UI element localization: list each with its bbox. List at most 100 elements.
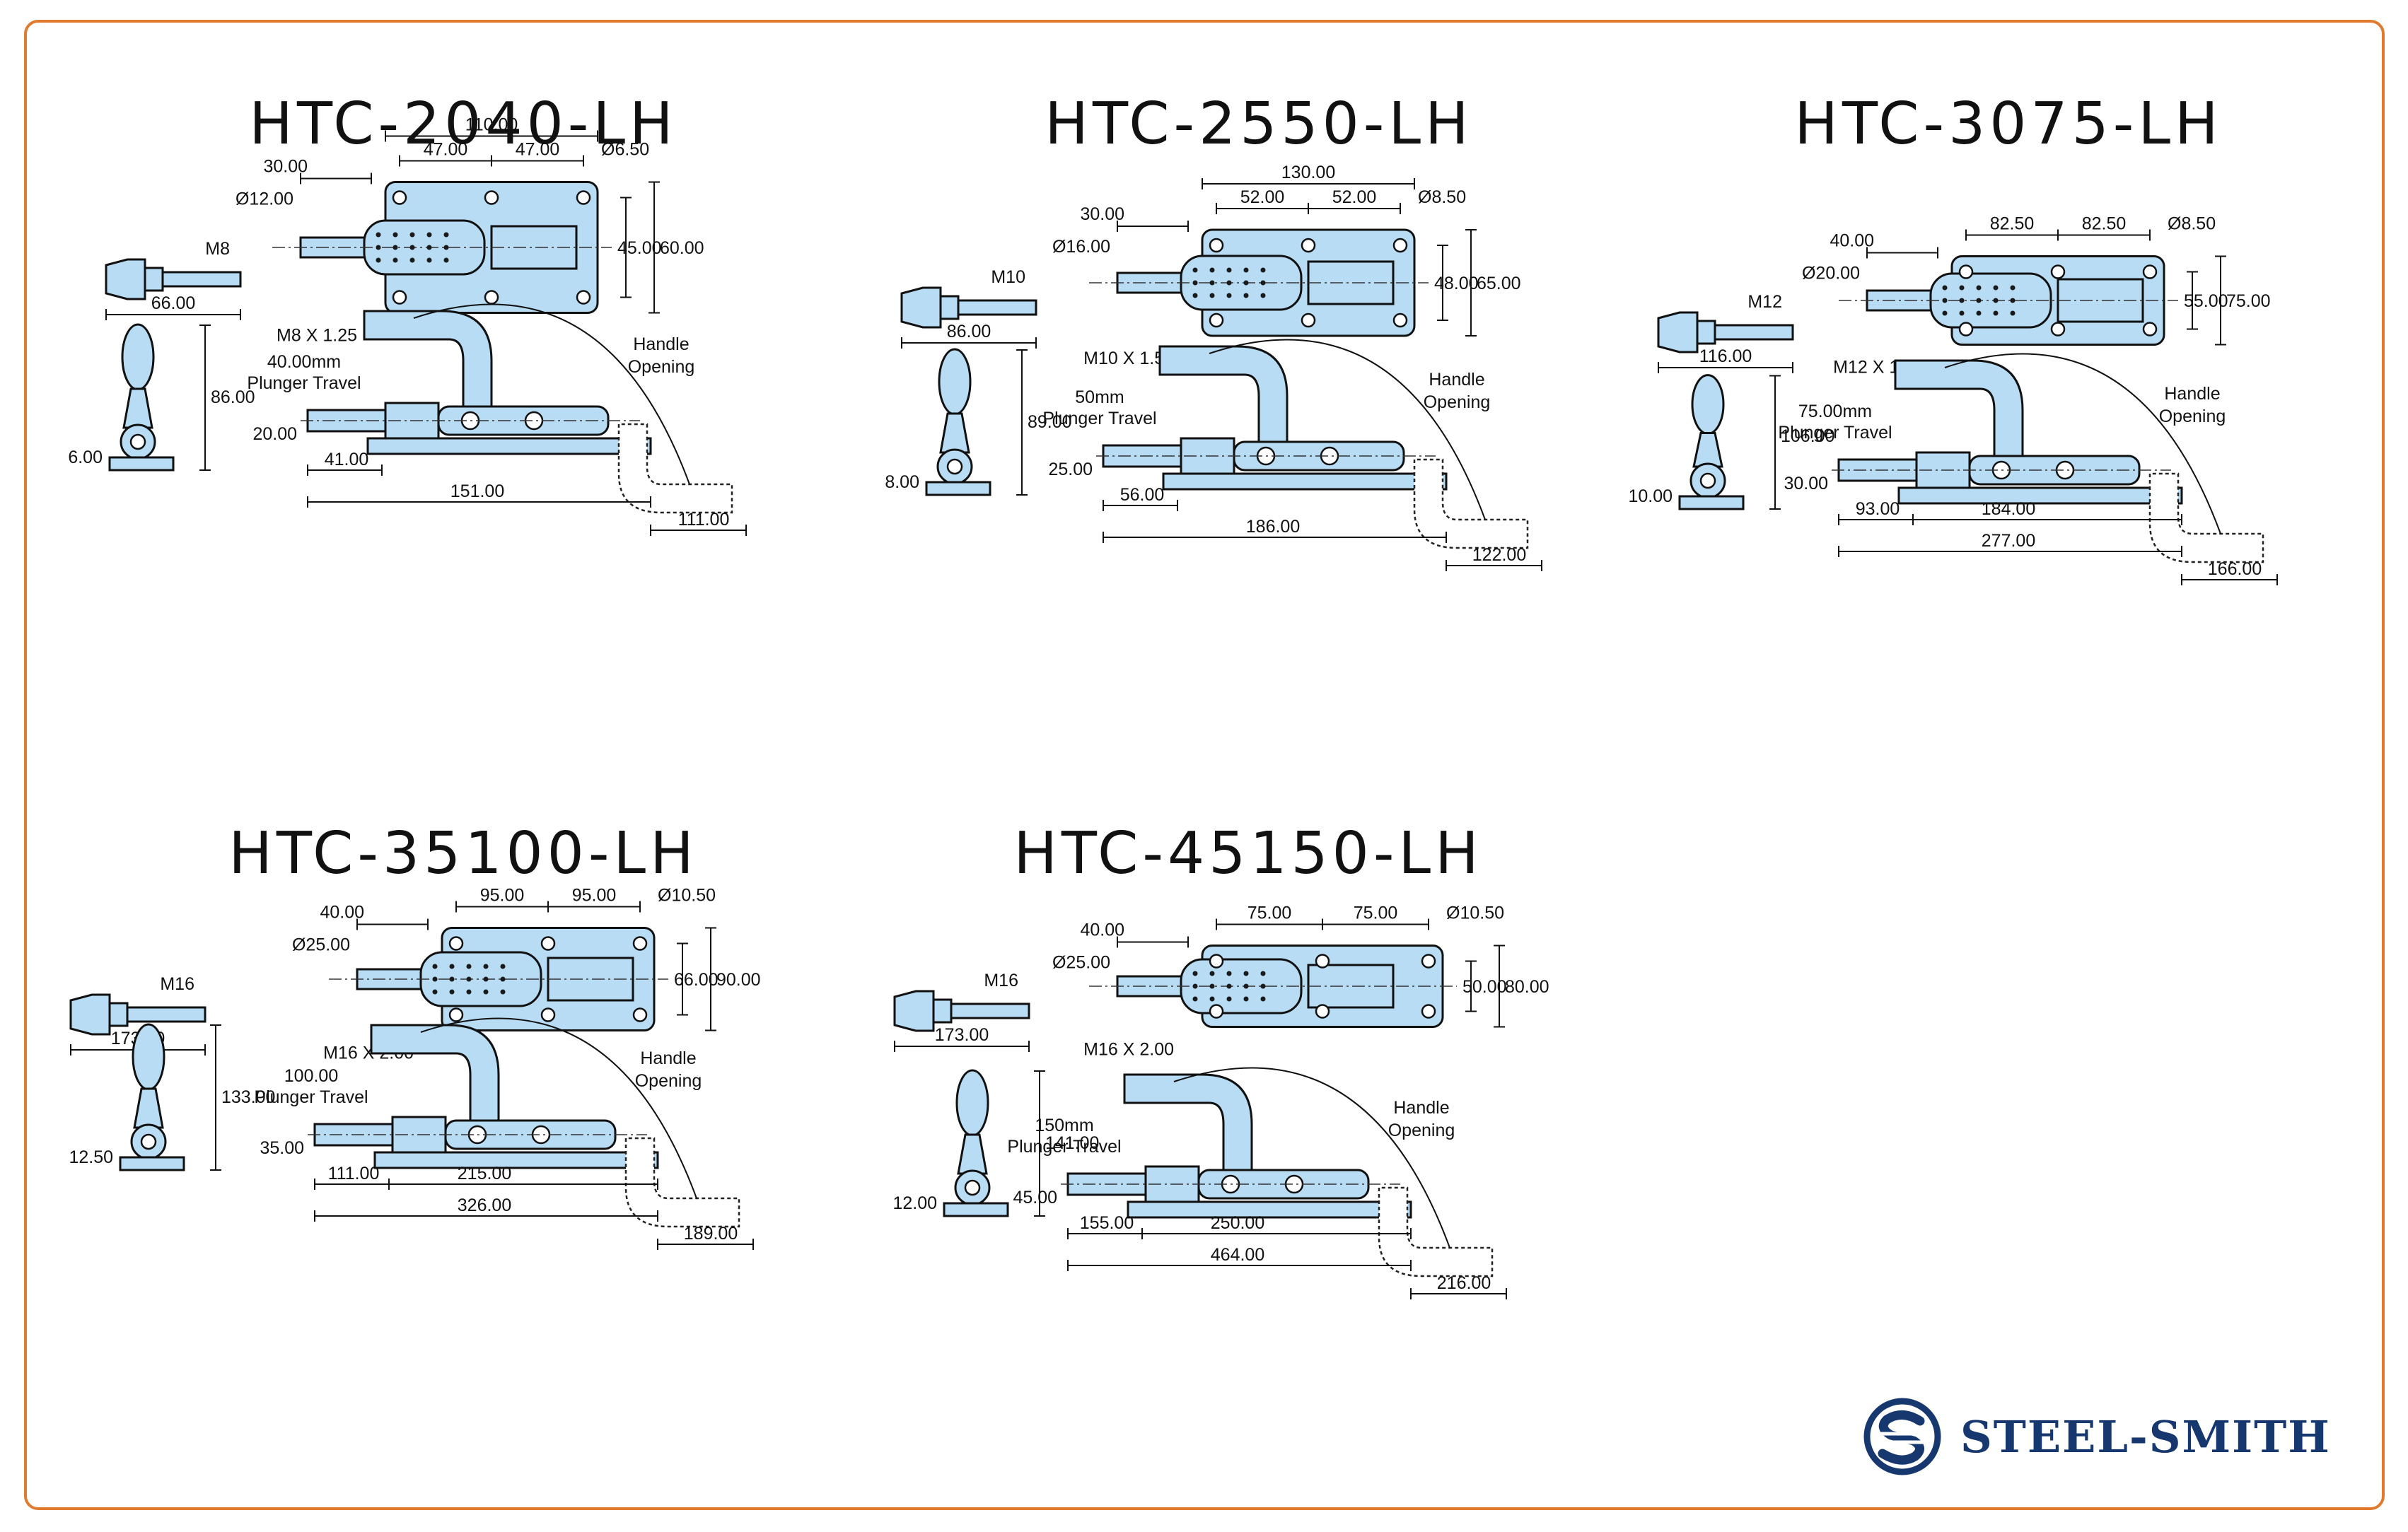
mounting-hole (1958, 264, 1974, 279)
handle-open (1378, 1186, 1494, 1277)
overall-length-label: 326.00 (458, 1195, 511, 1215)
grip-texture-dot (1226, 971, 1232, 976)
overall-width-label: 110.00 (465, 115, 518, 135)
grip-texture-dot (1192, 267, 1198, 273)
grip-texture-dot (1226, 293, 1232, 298)
plate-height-label: 60.00 (660, 238, 704, 258)
hole-height-label: 50.00 (1462, 977, 1507, 997)
grip-texture-dot (1260, 280, 1266, 286)
grip-texture-dot (2010, 298, 2016, 303)
grip-texture-dot (1243, 996, 1249, 1002)
pin-knob (105, 258, 146, 300)
pivot-bore (140, 1133, 157, 1150)
foot (925, 481, 991, 496)
grip-texture-dot (1260, 293, 1266, 298)
rod-length-label: 30.00 (263, 157, 308, 177)
link-arm (133, 1087, 164, 1129)
grip-texture-dot (500, 989, 506, 995)
handle-open (624, 1137, 740, 1228)
handle-end (938, 348, 972, 416)
side-base (366, 437, 652, 455)
grip-texture-dot (1243, 983, 1249, 989)
grip-texture-dot (466, 964, 472, 969)
hole-diameter-label: Ø6.50 (601, 140, 649, 160)
handle-end (1691, 374, 1725, 435)
pin-shaft (126, 1006, 207, 1023)
rod-length-label: 40.00 (320, 903, 364, 923)
handle-closed (370, 1024, 500, 1122)
link-arm (1692, 432, 1723, 468)
handle-swing-arc (1173, 1067, 1450, 1249)
grip-texture-dot (1209, 267, 1215, 273)
title-htc-3075: HTC-3075-LH (1794, 90, 2223, 158)
hole-height-label: 55.00 (2184, 291, 2228, 311)
offset-label: 111.00 (328, 1164, 380, 1183)
hole-spacing-label: 95.00 (480, 886, 525, 906)
grip-texture-dot (426, 232, 432, 238)
handle-end (132, 1023, 165, 1091)
handle-closed (363, 310, 493, 408)
foot (1678, 495, 1745, 510)
body-length-label: 250.00 (1211, 1213, 1264, 1233)
side-base (1127, 1200, 1412, 1219)
end-view: 89.008.00 (885, 348, 1072, 496)
offset-label: 93.00 (1856, 499, 1900, 519)
overall-length-label: 186.00 (1246, 517, 1300, 537)
pivot-bore (129, 433, 146, 450)
mounting-hole (540, 1007, 556, 1022)
grip-texture-dot (1192, 293, 1198, 298)
mounting-hole (2142, 264, 2158, 279)
open-length-label: 166.00 (2208, 559, 2262, 579)
opening-label: Opening (1424, 392, 1491, 412)
body-length-label: 184.00 (1982, 499, 2035, 519)
hole-diameter-label: Ø10.50 (658, 886, 716, 906)
grip-texture-dot (1226, 996, 1232, 1002)
height-label: 86.00 (211, 387, 255, 407)
mounting-hole (1315, 954, 1330, 969)
pin-shaft (1714, 324, 1794, 341)
title-htc-45150: HTC-45150-LH (1013, 820, 1483, 887)
sheet-border (24, 20, 2385, 1510)
thread-size-label: M16 X 2.00 (1083, 1040, 1174, 1060)
mounting-hole (484, 190, 499, 205)
mounting-hole (1392, 238, 1408, 253)
pin-knob (69, 993, 111, 1036)
travel-label: Plunger Travel (1007, 1137, 1121, 1157)
foot-thickness-label: 6.00 (68, 448, 103, 467)
grip-texture-dot (1226, 983, 1232, 989)
mounting-hole (632, 1007, 648, 1022)
grip-texture-dot (1243, 267, 1249, 273)
foot (119, 1156, 185, 1171)
linkage (2057, 278, 2144, 323)
hole-spacing-label: 95.00 (572, 886, 617, 906)
grip-texture-dot (466, 976, 472, 982)
grip-texture-dot (1243, 293, 1249, 298)
mounting-hole (1209, 954, 1224, 969)
mounting-hole (576, 190, 591, 205)
handle-open (2148, 472, 2264, 563)
hole-diameter-label: Ø10.50 (1446, 904, 1504, 923)
pin-shaft (957, 299, 1037, 316)
model-4-drawing: M16173.0095.0095.0040.00Ø25.00Ø10.5066.0… (69, 886, 761, 1250)
height-label: 106.00 (1781, 426, 1834, 446)
body-length-label: 215.00 (458, 1164, 511, 1183)
mounting-hole (1421, 1004, 1436, 1019)
grip-texture-dot (392, 257, 398, 263)
hole-height-label: 45.00 (617, 238, 662, 258)
travel-value: 40.00mm (267, 352, 341, 372)
pin-knob (900, 286, 942, 329)
grip-texture-dot (2010, 285, 2016, 291)
hole-spacing-label: 82.50 (1990, 214, 2035, 234)
mounting-hole (1315, 1004, 1330, 1019)
travel-value: 50mm (1075, 387, 1124, 407)
